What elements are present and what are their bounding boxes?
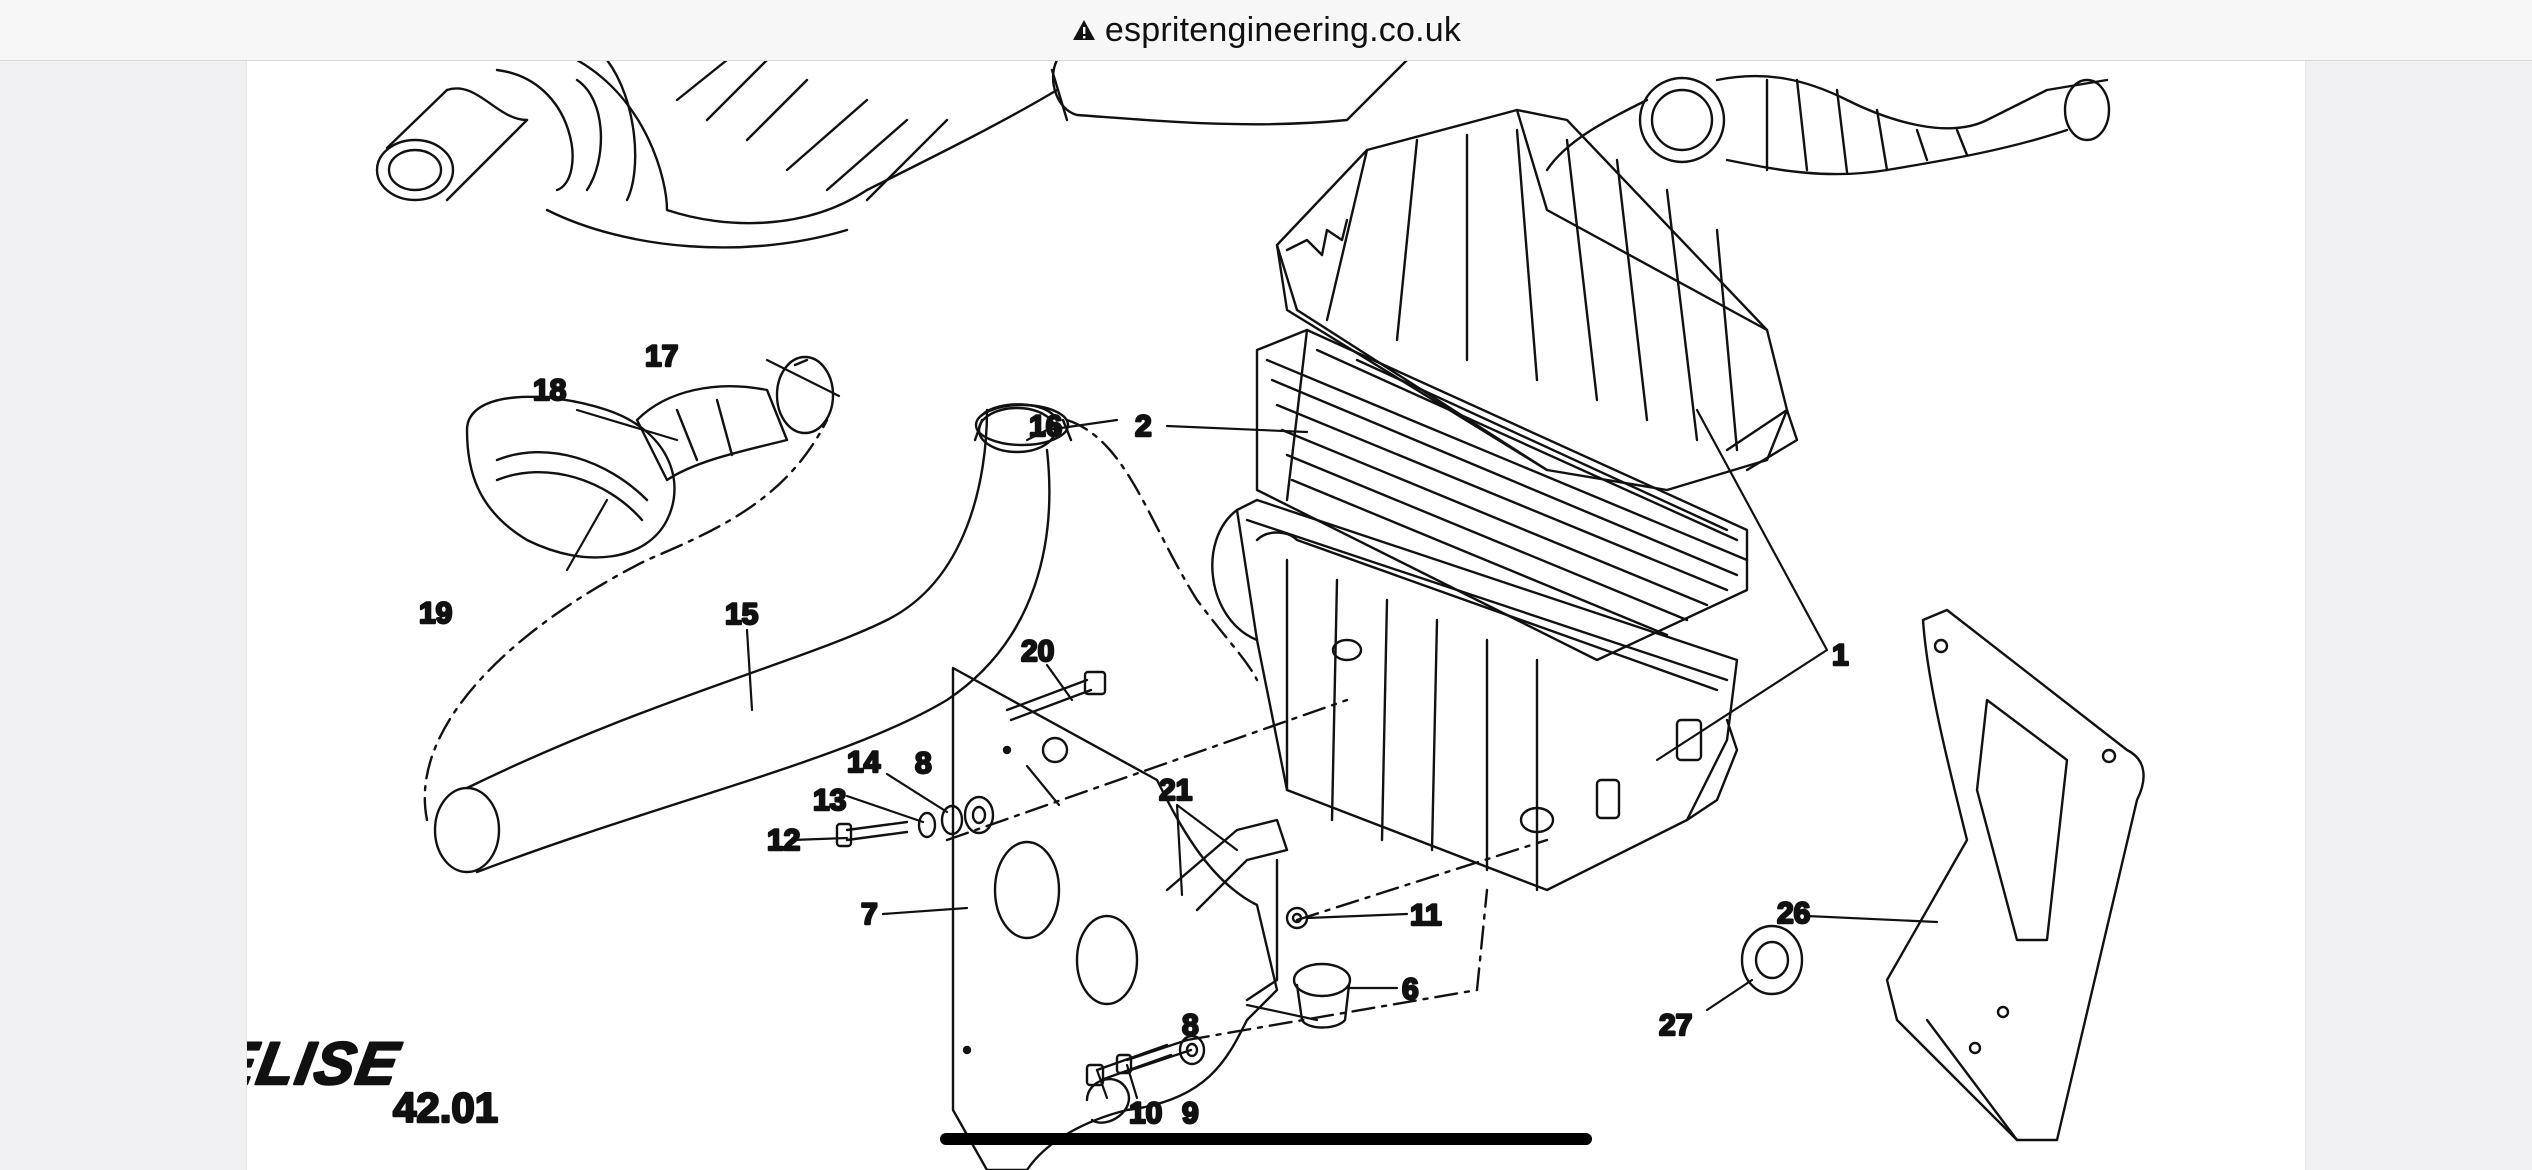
parts-diagram-sheet: 1 2 6 7 8 8 9 10 11 12 13 14 15 16 17 18… <box>246 60 2306 1170</box>
clip-21 <box>1165 818 1289 1002</box>
callout-17: 17 <box>645 340 678 373</box>
callout-13: 13 <box>813 784 846 817</box>
leader-lines <box>565 358 1939 1100</box>
callout-16: 16 <box>1029 410 1062 443</box>
callout-26: 26 <box>1777 897 1810 930</box>
dash-dot-centerlines <box>945 698 1549 1042</box>
air-filter-housing <box>1211 108 1799 892</box>
top-right-hose <box>1545 74 2111 176</box>
mounting-plate-7 <box>951 666 1279 1170</box>
callout-9: 9 <box>1182 1097 1199 1130</box>
lock-warning-icon <box>1072 20 1095 40</box>
callout-7: 7 <box>861 898 878 931</box>
callout-12: 12 <box>767 824 800 857</box>
bolt-12 <box>835 820 909 848</box>
callout-15: 15 <box>725 598 758 631</box>
callout-14: 14 <box>847 746 881 779</box>
brand-logo: ELISE <box>247 1029 405 1096</box>
callout-10: 10 <box>1129 1097 1162 1130</box>
callout-8-lower: 8 <box>1182 1009 1199 1042</box>
bolt-20 <box>1005 670 1107 722</box>
callout-27: 27 <box>1659 1009 1692 1042</box>
grommet-8-upper <box>963 795 995 835</box>
ring-17 <box>775 355 835 435</box>
bolts-9-10 <box>1085 1034 1206 1087</box>
callout-11: 11 <box>1410 899 1442 932</box>
washer-14 <box>940 804 964 836</box>
washer-13 <box>917 811 937 839</box>
browser-url-bar[interactable]: espritengineering.co.uk <box>0 0 2532 61</box>
callout-1: 1 <box>1832 639 1849 672</box>
url-text: espritengineering.co.uk <box>1104 10 1462 49</box>
exploded-parts-diagram: 1 2 6 7 8 8 9 10 11 12 13 14 15 16 17 18… <box>247 60 2145 1170</box>
callout-8-upper: 8 <box>915 747 932 780</box>
callout-18: 18 <box>533 374 566 407</box>
callout-21: 21 <box>1159 774 1192 807</box>
callout-2: 2 <box>1135 410 1152 443</box>
callout-20: 20 <box>1021 635 1054 668</box>
sleeve-18 <box>635 385 789 482</box>
snorkel-19 <box>465 395 676 559</box>
hose-clip-16 <box>973 403 1073 447</box>
callout-19: 19 <box>419 597 452 630</box>
grommet-27 <box>1740 924 1804 996</box>
home-indicator-bar[interactable] <box>940 1133 1592 1145</box>
bracket-26 <box>1885 608 2145 1142</box>
callout-6: 6 <box>1402 973 1419 1006</box>
top-left-hose <box>375 60 1409 249</box>
sheet-number: 42.01 <box>393 1084 498 1131</box>
